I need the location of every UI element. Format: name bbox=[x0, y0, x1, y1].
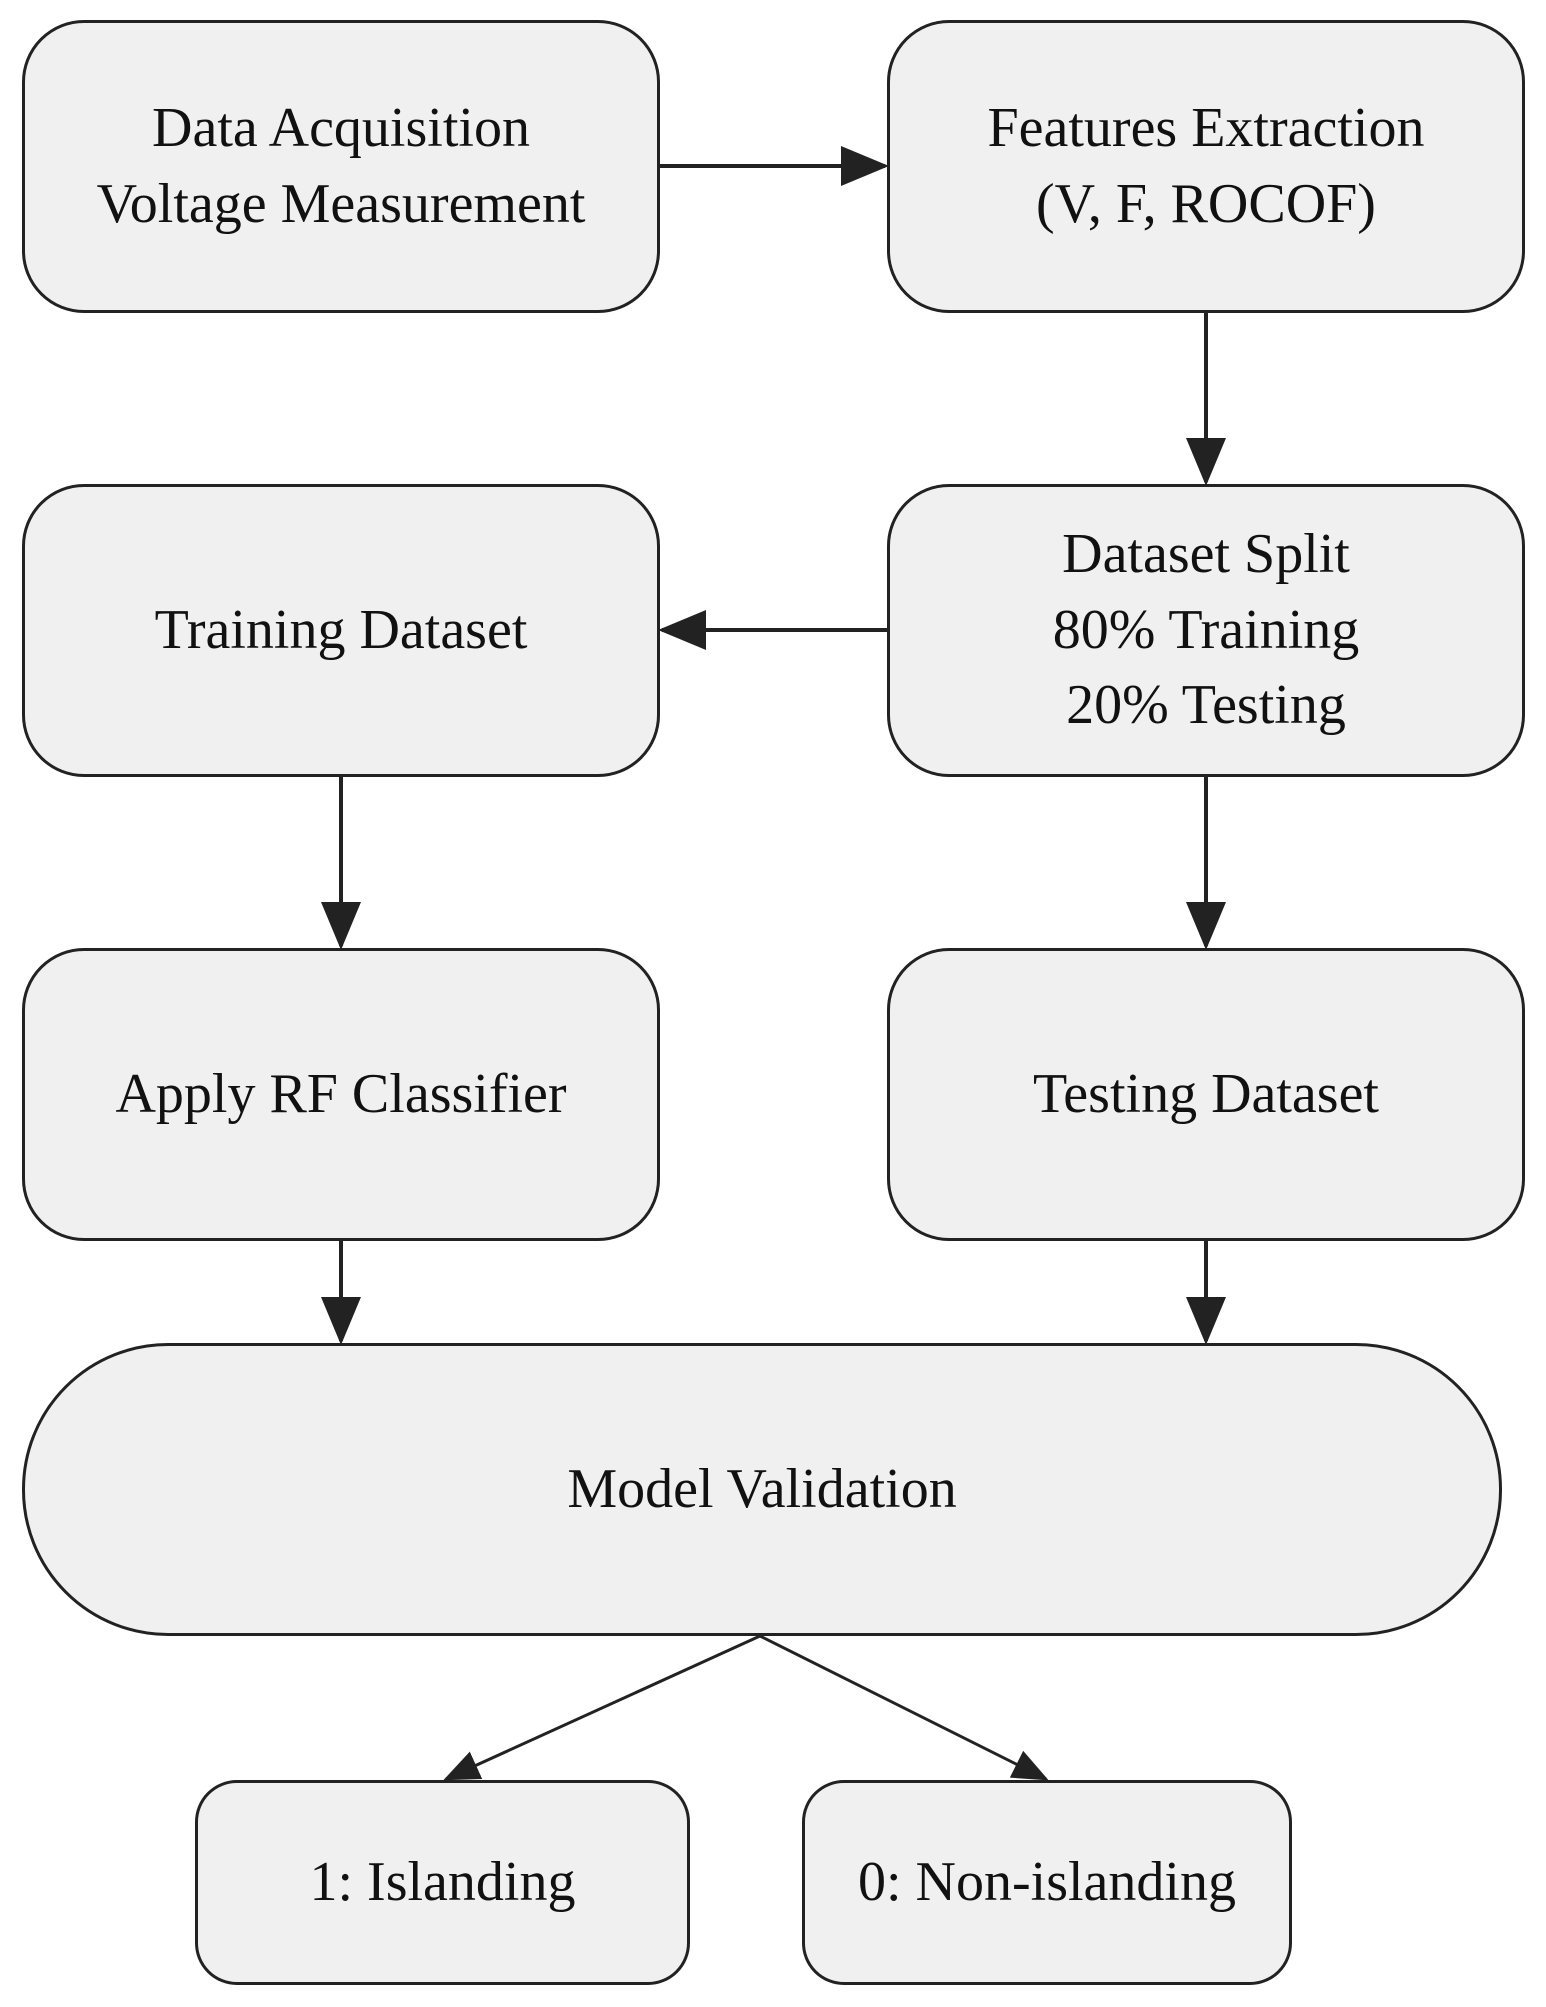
model-validation-node: Model Validation bbox=[22, 1343, 1502, 1636]
testing-dataset-node: Testing Dataset bbox=[887, 948, 1525, 1241]
edge-validation-to-islanding bbox=[443, 1634, 761, 1781]
dataset-split-line-3: 20% Testing bbox=[1066, 674, 1346, 737]
data-acquisition-line-1: Data Acquisition bbox=[152, 96, 530, 159]
features-extraction-line-2: (V, F, ROCOF) bbox=[1036, 172, 1376, 235]
islanding-output-node: 1: Islanding bbox=[195, 1780, 690, 1985]
data-acquisition-line-2: Voltage Measurement bbox=[96, 172, 586, 235]
non-islanding-label: 0: Non-islanding bbox=[858, 1850, 1236, 1913]
edge-validation-to-non-islanding bbox=[759, 1634, 1049, 1781]
testing-dataset-label: Testing Dataset bbox=[1033, 1062, 1379, 1125]
dataset-split-line-1: Dataset Split bbox=[1062, 523, 1350, 586]
training-dataset-node: Training Dataset bbox=[22, 484, 660, 777]
non-islanding-output-node: 0: Non-islanding bbox=[802, 1780, 1292, 1985]
apply-rf-classifier-node: Apply RF Classifier bbox=[22, 948, 660, 1241]
dataset-split-node: Dataset Split 80% Training 20% Testing bbox=[887, 484, 1525, 777]
features-extraction-line-1: Features Extraction bbox=[987, 96, 1425, 159]
apply-rf-classifier-label: Apply RF Classifier bbox=[115, 1062, 567, 1125]
model-validation-label: Model Validation bbox=[567, 1457, 957, 1520]
islanding-label: 1: Islanding bbox=[309, 1850, 576, 1913]
features-extraction-node: Features Extraction (V, F, ROCOF) bbox=[887, 20, 1525, 313]
data-acquisition-node: Data Acquisition Voltage Measurement bbox=[22, 20, 660, 313]
dataset-split-line-2: 80% Training bbox=[1052, 598, 1360, 661]
training-dataset-label: Training Dataset bbox=[154, 598, 528, 661]
